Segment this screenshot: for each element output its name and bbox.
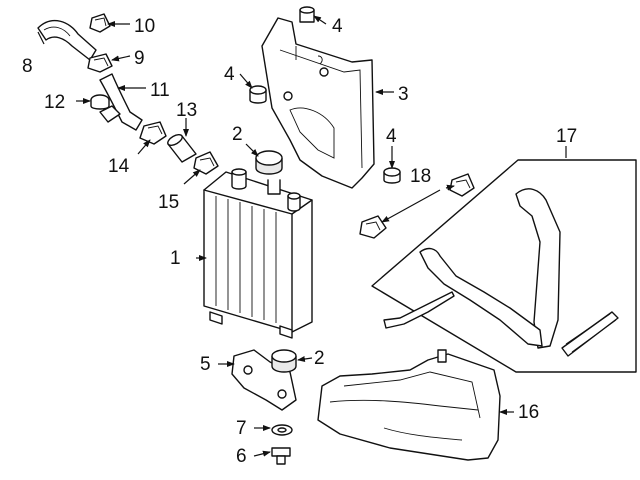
callout-4-right: 4 — [386, 126, 397, 147]
part-hose-connector — [167, 134, 197, 163]
callout-6: 6 — [236, 446, 247, 467]
callout-15: 15 — [158, 192, 179, 213]
leader-4b — [239, 73, 253, 89]
callout-9: 9 — [134, 48, 145, 69]
part-hose-kit-box — [371, 159, 637, 373]
leader-9 — [111, 55, 131, 62]
leader-lines — [37, 15, 567, 457]
callout-2-upper: 2 — [232, 124, 243, 145]
callout-1: 1 — [170, 248, 181, 269]
part-grommet-4-left — [249, 85, 267, 104]
part-grommet-12 — [90, 94, 110, 110]
part-lower-bracket — [231, 349, 297, 411]
callout-16: 17 — [556, 126, 577, 147]
part-clamp-9 — [87, 53, 113, 73]
part-bolt — [271, 447, 291, 465]
callout-4-top: 4 — [332, 16, 343, 37]
part-clamp-10 — [89, 13, 111, 33]
leader-17b — [381, 189, 441, 223]
leader-17a — [445, 184, 455, 191]
leader-6 — [253, 450, 271, 457]
callout-10: 10 — [134, 16, 155, 37]
part-mounting-bracket — [261, 17, 375, 189]
callout-11: 11 — [150, 80, 170, 101]
leader-15 — [183, 169, 201, 185]
leader-8 — [37, 31, 45, 45]
callout-8: 8 — [22, 56, 33, 77]
leader-4a — [313, 15, 327, 25]
callout-7: 7 — [236, 418, 247, 439]
part-clamp-17 — [359, 173, 475, 239]
callout-2-lower: 2 — [314, 348, 325, 369]
part-coolant-pipe — [99, 73, 143, 131]
callout-14: 14 — [108, 156, 130, 177]
part-grommet-4-top — [299, 6, 315, 23]
callout-4-left: 4 — [224, 64, 235, 85]
callout-13: 13 — [176, 100, 197, 121]
leader-2a — [245, 143, 259, 157]
part-upper-hose — [37, 19, 97, 61]
part-rubber-mount-upper — [255, 150, 283, 175]
part-grommet-4-right — [383, 167, 401, 184]
part-clamp-15 — [193, 151, 219, 175]
callout-12: 12 — [44, 92, 65, 113]
leader-2b — [297, 356, 313, 362]
callout-3: 3 — [398, 84, 409, 105]
part-air-duct — [317, 349, 501, 461]
callout-labels: 8 10 9 11 12 13 14 15 2 4 4 4 3 1 17 18 … — [22, 16, 577, 467]
part-radiator — [203, 168, 313, 339]
callout-5: 5 — [200, 354, 211, 375]
part-rubber-mount-lower — [271, 349, 297, 373]
callout-17: 18 — [410, 166, 431, 187]
callout-18: 16 — [518, 402, 539, 423]
part-washer — [271, 424, 293, 436]
part-clamp-14 — [139, 121, 167, 145]
leader-14 — [137, 139, 151, 155]
